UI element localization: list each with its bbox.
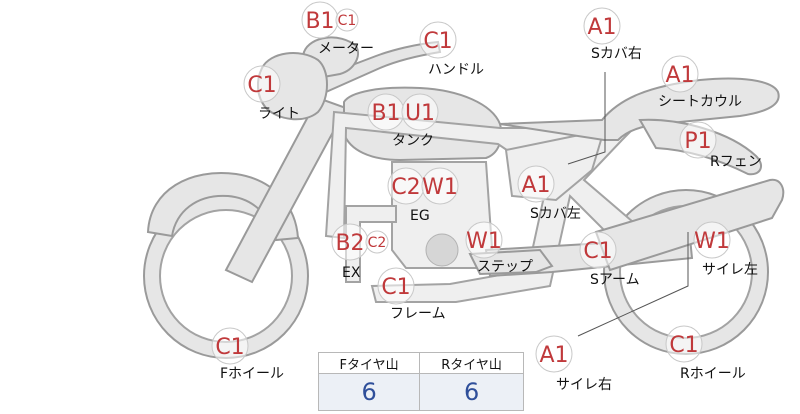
grade-badge-circle	[579, 231, 617, 269]
grade-code: C1	[669, 333, 698, 358]
grade-code: W1	[466, 229, 502, 254]
grade-badge-engine: C2	[387, 167, 425, 205]
grade-badge-circle	[583, 7, 621, 45]
part-label-r-fender: Rフェン	[710, 154, 762, 170]
grade-badge-meter: C1	[335, 8, 359, 32]
part-label-light: ライト	[258, 106, 300, 122]
leader-lines	[567, 72, 689, 337]
part-label-s-cover-right: Sカバ右	[591, 46, 642, 62]
grade-code: C1	[247, 73, 276, 98]
rear-tire-tread-value: 6	[419, 373, 524, 411]
grade-code: W1	[694, 229, 730, 254]
part-label-handle: ハンドル	[428, 62, 484, 78]
grade-badge-exhaust: C2	[365, 230, 389, 254]
part-label-step: ステップ	[477, 259, 533, 275]
grade-badge-circle	[419, 21, 457, 59]
grade-badge-meter: B1	[301, 1, 339, 39]
grade-badge-tank: U1	[401, 93, 439, 131]
grade-badge-seat-cowl: A1	[661, 55, 699, 93]
grade-badge-circle	[665, 325, 703, 363]
grade-code: U1	[405, 101, 435, 126]
grade-badge-s-cover-left: A1	[517, 165, 555, 203]
grade-code: A1	[521, 173, 550, 198]
grade-badge-swing-arm: C1	[579, 231, 617, 269]
front-fender-shape	[146, 172, 300, 242]
leader-line-silencer-right	[577, 232, 689, 337]
leader-line-s-cover-right	[567, 72, 606, 165]
grade-badge-s-cover-right: A1	[583, 7, 621, 45]
part-label-frame: フレーム	[390, 306, 446, 322]
grade-badge-frame: C1	[377, 267, 415, 305]
grade-badge-exhaust: B2	[331, 223, 369, 261]
tire-table-value-row: 6 6	[317, 373, 524, 411]
grade-badge-circle	[243, 65, 281, 103]
grade-badge-circle	[465, 221, 503, 259]
grade-badge-r-fender: P1	[679, 121, 717, 159]
grade-code: B1	[371, 101, 400, 126]
part-label-meter: メーター	[318, 41, 374, 57]
part-label-tank: タンク	[392, 133, 434, 149]
seat-cowl-shape	[499, 77, 780, 141]
engine-cover-shape	[425, 233, 459, 267]
part-label-silencer-right: サイレ右	[556, 377, 612, 393]
part-label-front-wheel: Fホイール	[220, 366, 284, 382]
tire-tread-table: Fタイヤ山 Rタイヤ山 6 6	[317, 352, 524, 411]
grade-badge-step: W1	[465, 221, 503, 259]
part-label-rear-wheel: Rホイール	[680, 366, 746, 382]
grade-badge-circle	[517, 165, 555, 203]
grade-badge-circle	[377, 267, 415, 305]
silencer-shape	[594, 178, 785, 272]
grade-code: C1	[423, 29, 452, 54]
grade-badge-circle	[679, 121, 717, 159]
grade-code: W1	[422, 175, 458, 200]
grade-badge-circle	[365, 230, 389, 254]
grade-badge-rear-wheel: C1	[665, 325, 703, 363]
grade-badge-silencer-left: W1	[693, 221, 731, 259]
grade-code: C2	[391, 175, 420, 200]
grade-badge-light: C1	[243, 65, 281, 103]
grade-badge-circle	[693, 221, 731, 259]
grade-badge-circle	[401, 93, 439, 131]
grade-badge-circle	[421, 167, 459, 205]
grade-code: A1	[539, 343, 568, 368]
grade-code: A1	[665, 63, 694, 88]
front-tire-tread-header: Fタイヤ山	[317, 352, 421, 374]
tire-table-header-row: Fタイヤ山 Rタイヤ山	[317, 352, 524, 374]
part-label-engine: EG	[410, 208, 430, 224]
part-label-seat-cowl: シートカウル	[658, 94, 742, 110]
exhaust-pipe-shape	[345, 205, 397, 283]
part-label-silencer-left: サイレ左	[702, 262, 758, 278]
grade-code: C1	[215, 335, 244, 360]
part-label-swing-arm: Sアーム	[590, 272, 640, 288]
grade-badge-tank: B1	[367, 93, 405, 131]
grade-code: B2	[335, 231, 364, 256]
front-tire-tread-value: 6	[317, 373, 421, 411]
grade-code: C1	[583, 239, 612, 264]
part-label-exhaust: EX	[342, 265, 361, 281]
grade-badge-silencer-right: A1	[535, 335, 573, 373]
grade-badge-circle	[335, 8, 359, 32]
grade-code: A1	[587, 15, 616, 40]
grade-code: C1	[338, 13, 357, 29]
rear-tire-tread-header: Rタイヤ山	[419, 352, 524, 374]
part-label-s-cover-left: Sカバ左	[530, 206, 581, 222]
grade-badge-handle: C1	[419, 21, 457, 59]
grade-badge-front-wheel: C1	[211, 327, 249, 365]
grade-badge-engine: W1	[421, 167, 459, 205]
grade-badge-circle	[211, 327, 249, 365]
grade-badge-circle	[535, 335, 573, 373]
grade-badge-circle	[661, 55, 699, 93]
grade-code: C1	[381, 275, 410, 300]
grade-code: B1	[305, 9, 334, 34]
grade-code: P1	[684, 129, 711, 154]
grade-code: C2	[368, 235, 387, 251]
